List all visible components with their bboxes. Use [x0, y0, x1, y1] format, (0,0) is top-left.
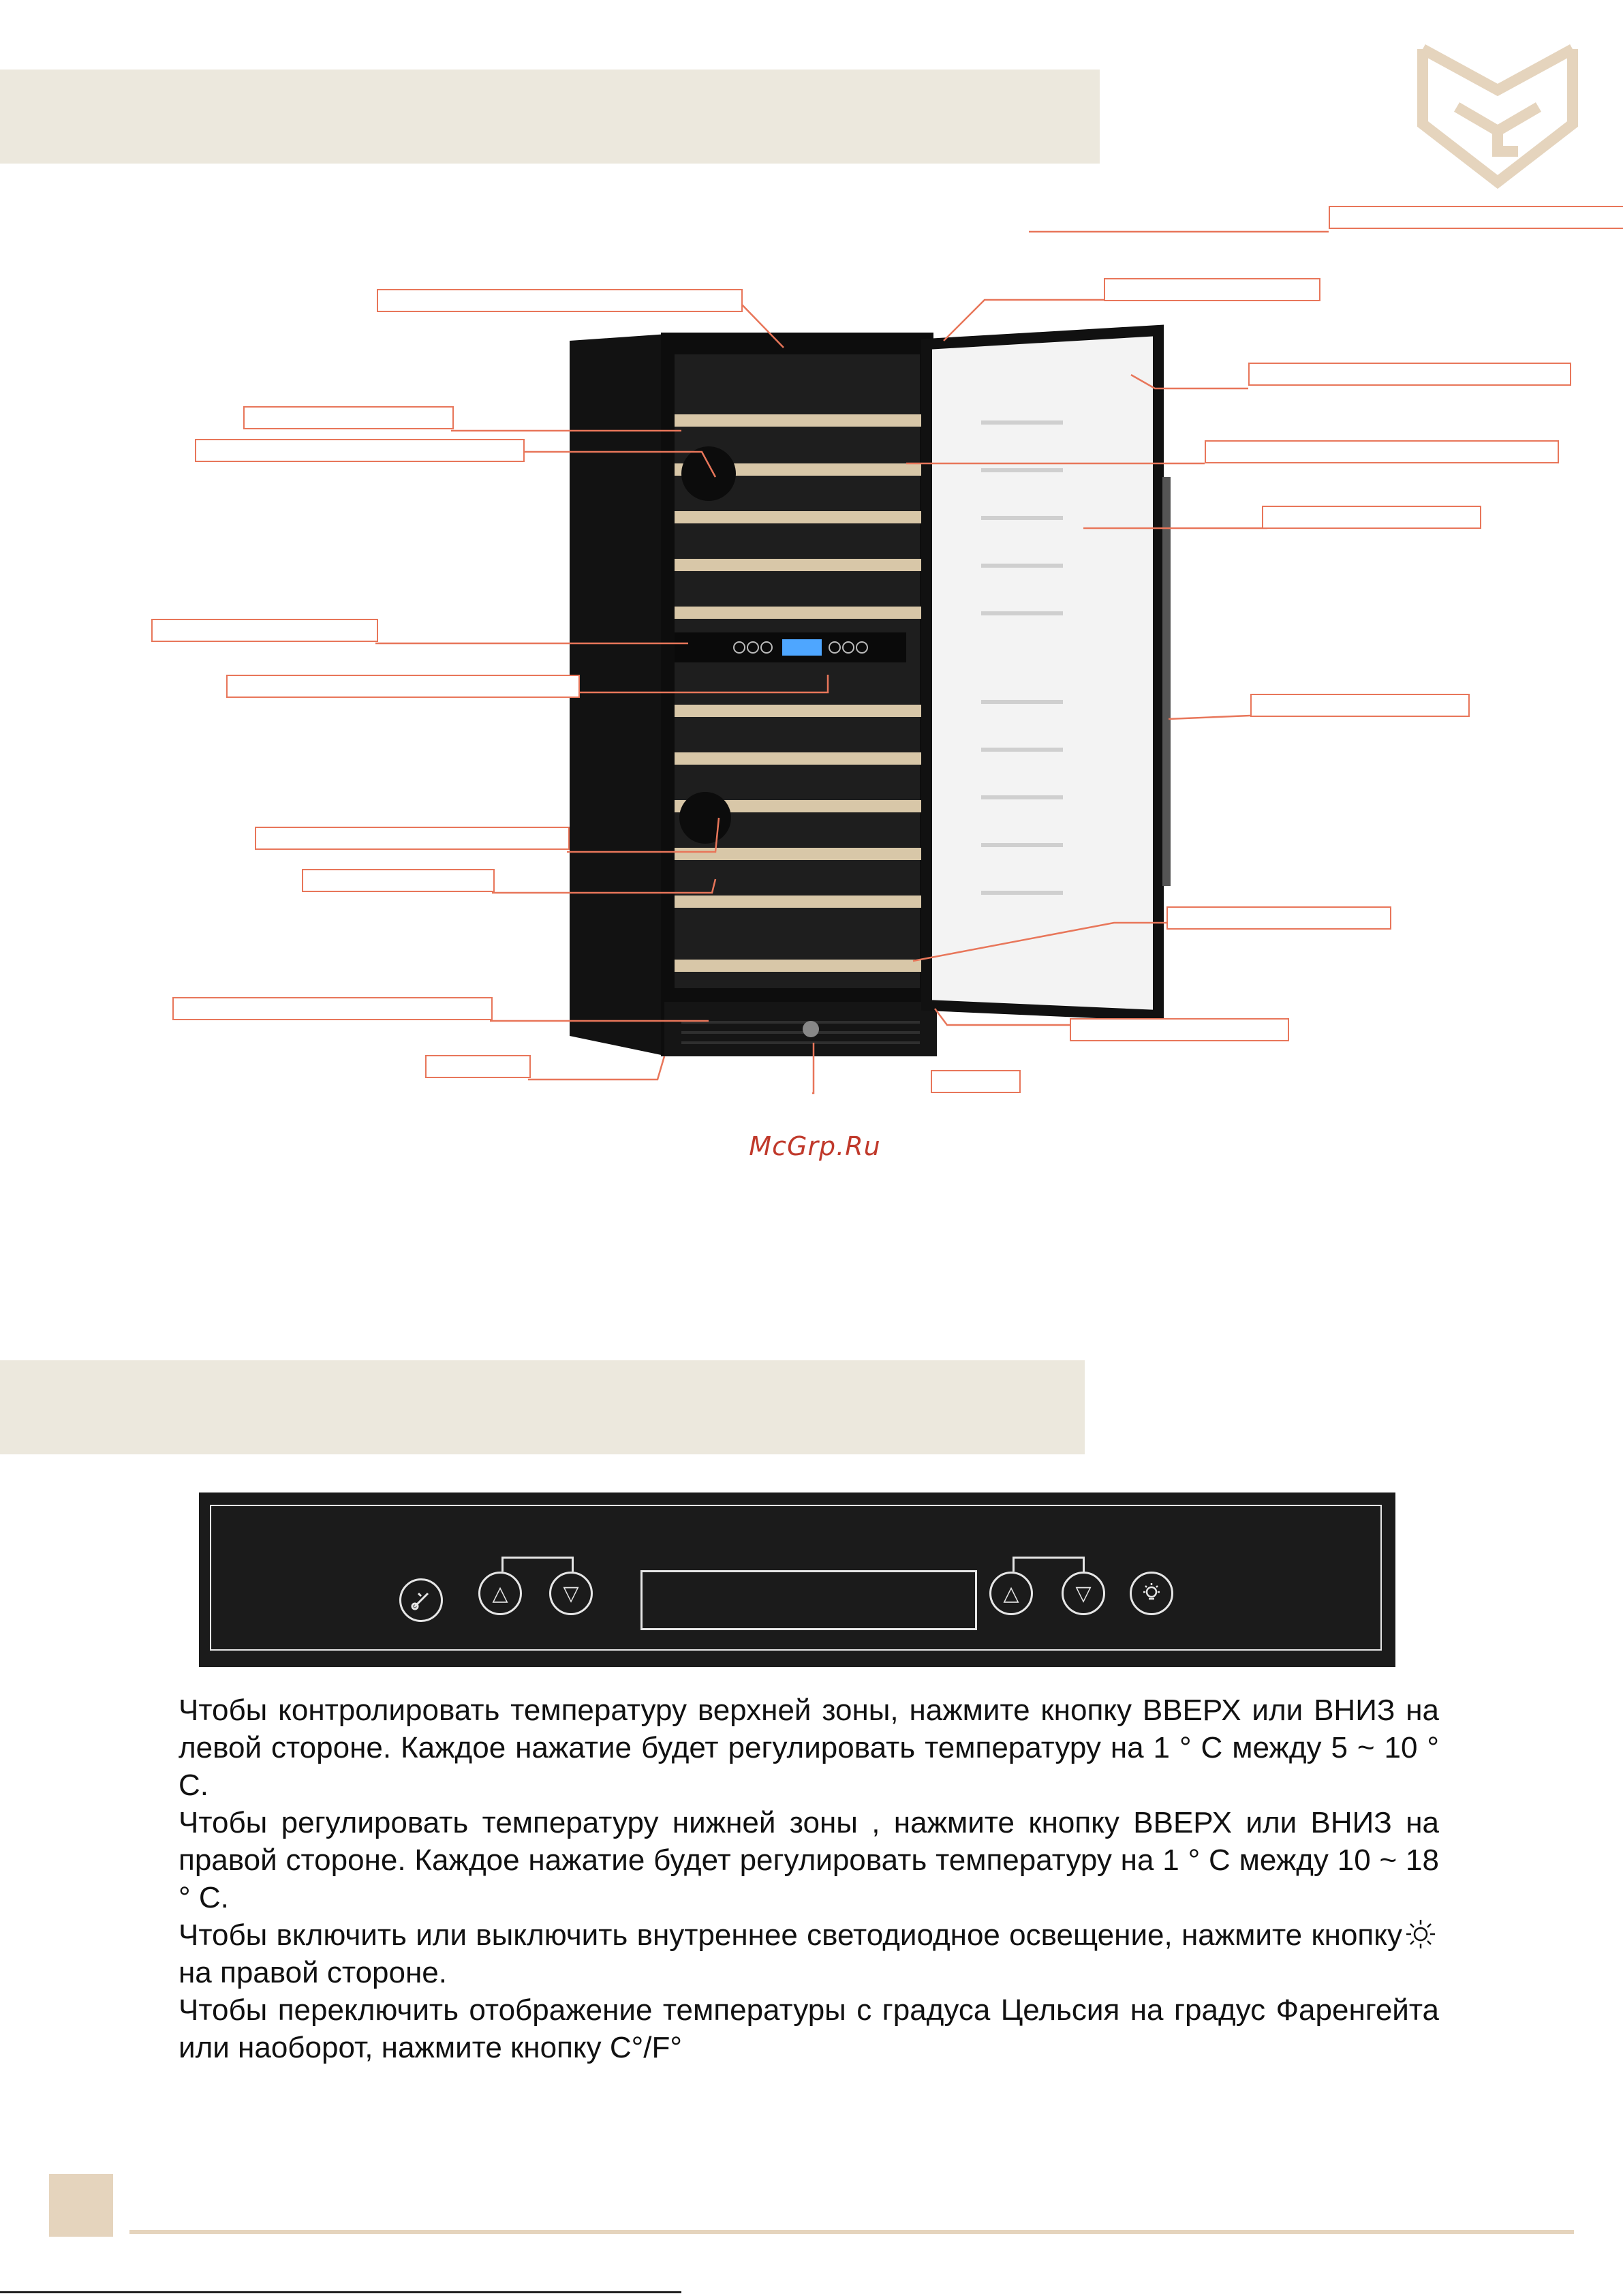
- brand-shield-logo: [1417, 44, 1578, 189]
- upper-fan: [681, 446, 736, 501]
- thermometer-icon: [411, 1592, 429, 1610]
- cabinet-button: [856, 641, 868, 654]
- callout-box: [931, 1070, 1021, 1093]
- shelf: [675, 511, 927, 523]
- bottom-edge-mark: [0, 2291, 681, 2293]
- instructions: Чтобы контролировать температуру верхней…: [179, 1692, 1439, 2066]
- upper-zone-bracket: [501, 1557, 574, 1572]
- temperature-display: [640, 1570, 977, 1630]
- callout-box: [255, 827, 570, 850]
- light-bulb-icon: [1143, 1583, 1160, 1600]
- callout-box: [1262, 506, 1481, 529]
- shelf: [675, 800, 927, 812]
- callout-box: [1329, 206, 1623, 229]
- instruction-light-text: Чтобы включить или выключить внутреннее …: [179, 1918, 1402, 1952]
- celsius-fahrenheit-button[interactable]: [399, 1578, 443, 1622]
- footer-rule: [129, 2230, 1574, 2234]
- upper-zone-up-button[interactable]: △: [478, 1572, 522, 1615]
- shelf: [675, 896, 927, 908]
- base-grille: [664, 1002, 937, 1056]
- door-handle: [1162, 477, 1171, 886]
- instruction-units: Чтобы переключить отображение температур…: [179, 1993, 1439, 2064]
- control-panel: △ ▽ △ ▽: [199, 1493, 1395, 1667]
- shelf: [675, 414, 927, 427]
- header-band-mid: [0, 1360, 1085, 1454]
- callout-box: [1250, 694, 1470, 717]
- callout-box: [226, 675, 580, 698]
- shelves: [675, 414, 927, 972]
- callout-box: [1070, 1018, 1289, 1041]
- shelf: [675, 463, 927, 476]
- cabinet-side: [570, 334, 668, 1056]
- callout-box: [1205, 440, 1559, 463]
- shelf: [675, 559, 927, 571]
- callout-box: [302, 869, 495, 892]
- lower-fan: [679, 792, 731, 844]
- callout-box: [243, 406, 454, 429]
- instruction-upper-zone: Чтобы контролировать температуру верхней…: [179, 1694, 1439, 1802]
- watermark: McGrp.Ru: [749, 1131, 881, 1161]
- light-sun-icon: [1406, 1920, 1435, 1948]
- cabinet-button: [733, 641, 745, 654]
- instruction-light-text-end: на правой стороне.: [179, 1956, 447, 1989]
- glass-door: [921, 324, 1164, 1022]
- shelf: [675, 752, 927, 765]
- instruction-lower-zone: Чтобы регулировать температуру нижней зо…: [179, 1806, 1439, 1914]
- callout-box: [151, 619, 378, 642]
- callout-box: [1248, 363, 1571, 386]
- page-number-box: [49, 2174, 113, 2237]
- wine-cabinet-diagram: [375, 230, 1329, 1095]
- callout-box: [1166, 906, 1391, 930]
- callout-box: [377, 289, 743, 312]
- callout-box: [1104, 278, 1320, 301]
- cabinet-button: [829, 641, 841, 654]
- light-button[interactable]: [1130, 1572, 1173, 1615]
- control-panel-frame: △ ▽ △ ▽: [210, 1505, 1382, 1651]
- cabinet-button: [842, 641, 854, 654]
- shelf: [675, 607, 927, 619]
- lower-zone-up-button[interactable]: △: [989, 1572, 1033, 1615]
- lower-zone-down-button[interactable]: ▽: [1062, 1572, 1105, 1615]
- lower-zone-bracket: [1013, 1557, 1085, 1572]
- cabinet-display: [782, 639, 822, 656]
- upper-zone-down-button[interactable]: ▽: [549, 1572, 593, 1615]
- shelf: [675, 848, 927, 860]
- shelf: [675, 960, 927, 972]
- callout-box: [172, 997, 493, 1020]
- cabinet-button: [747, 641, 759, 654]
- shelf: [675, 705, 927, 717]
- callout-box: [195, 439, 525, 462]
- callout-box: [425, 1055, 531, 1078]
- cabinet-button: [760, 641, 773, 654]
- header-band-top: [0, 70, 1100, 164]
- instruction-light: Чтобы включить или выключить внутреннее …: [179, 1916, 1439, 1991]
- lock-icon: [803, 1021, 819, 1037]
